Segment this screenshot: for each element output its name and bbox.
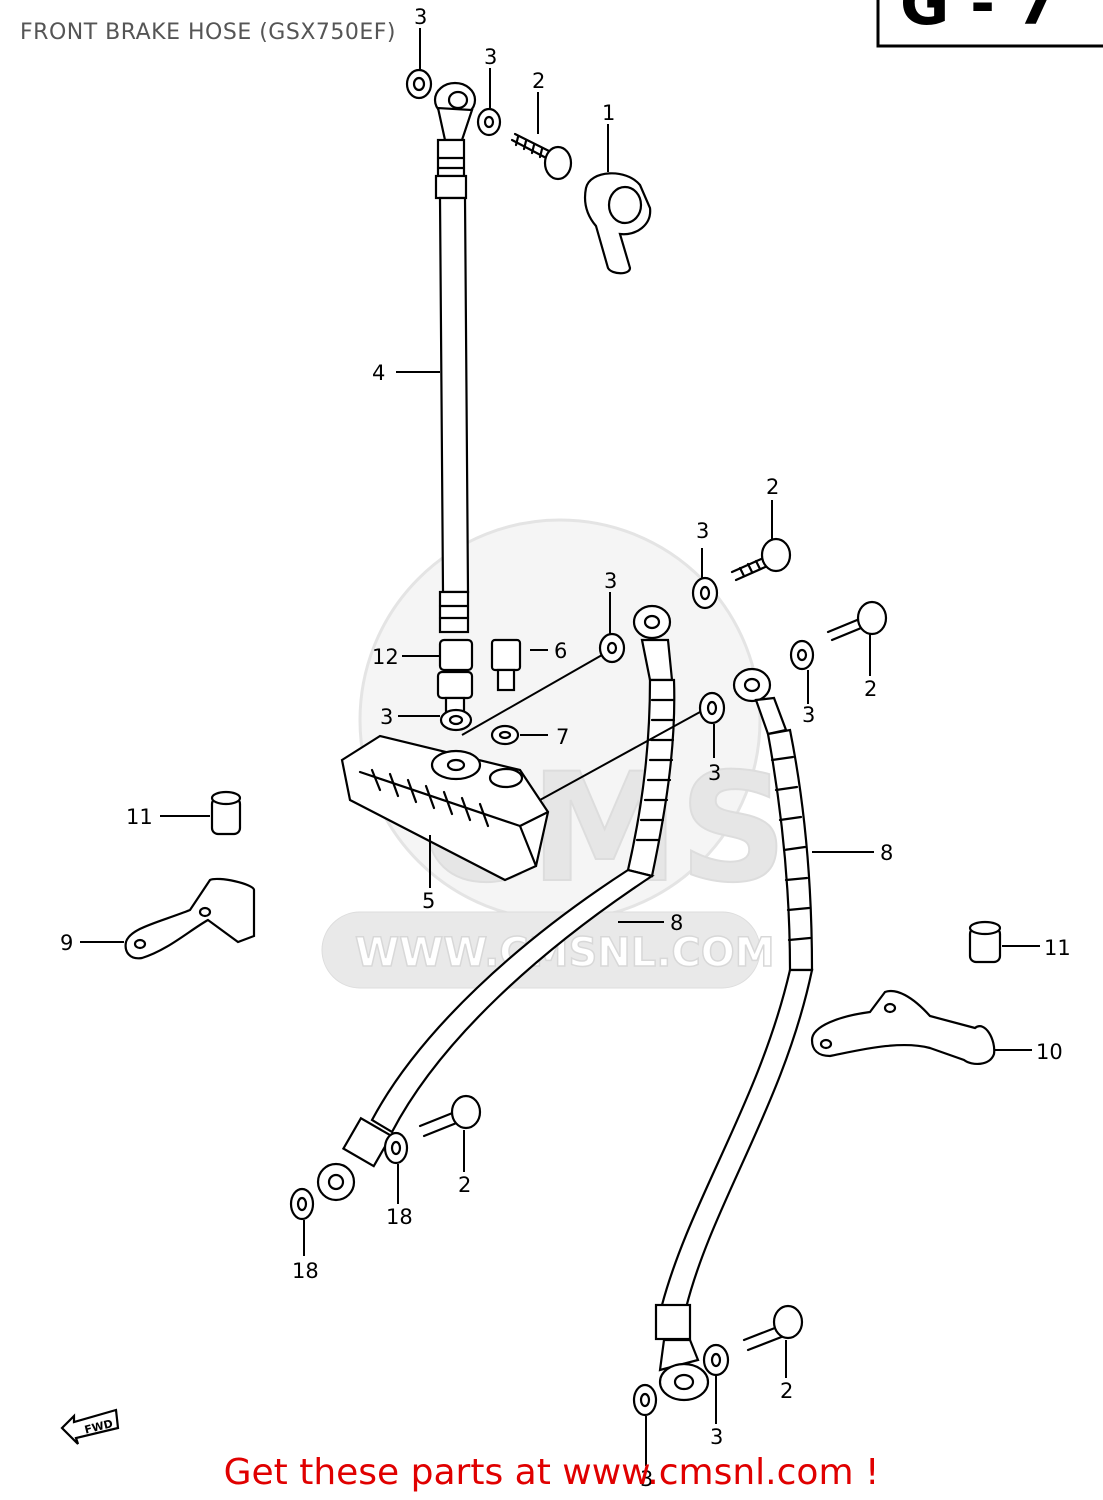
washer-mid-1	[691, 576, 719, 610]
banjo-bolt-top	[510, 132, 573, 181]
callout-18: 18	[292, 1259, 319, 1283]
callout-labels: 3 3 2 1 4 12 6 3 7 5 11 9 3 3 2 2 3 3 8 …	[60, 5, 1071, 1491]
upper-brake-hose	[433, 81, 477, 714]
washer-mid-2	[598, 632, 626, 664]
callout-6: 6	[554, 639, 567, 663]
callout-2: 2	[458, 1173, 471, 1197]
callout-10: 10	[1036, 1040, 1063, 1064]
washer-mid-4	[698, 691, 726, 725]
callout-1: 1	[602, 101, 615, 125]
callout-11: 11	[1044, 936, 1071, 960]
washer-lower-4	[632, 1383, 658, 1417]
callout-5: 5	[422, 889, 435, 913]
joint-bolt	[490, 638, 522, 692]
callout-3: 3	[710, 1425, 723, 1449]
washer-top-right	[476, 107, 502, 137]
callout-3: 3	[380, 705, 393, 729]
footer-link[interactable]: Get these parts at www.cmsnl.com !	[223, 1452, 880, 1493]
callout-3: 3	[802, 703, 815, 727]
bolt-lower-1	[418, 1094, 482, 1138]
callout-8: 8	[670, 911, 683, 935]
rubber-cap	[583, 172, 652, 275]
bracket-left	[124, 877, 256, 960]
callout-18: 18	[386, 1205, 413, 1229]
leader-lines	[80, 28, 1040, 1466]
callout-3: 3	[708, 761, 721, 785]
washer-lower-3	[702, 1343, 730, 1377]
callout-2: 2	[864, 677, 877, 701]
grommet-right	[968, 920, 1002, 964]
bolt-mid-2	[826, 600, 888, 642]
bolt-mid-1	[730, 537, 792, 582]
callout-3: 3	[484, 45, 497, 69]
callout-12: 12	[372, 645, 399, 669]
union-washer	[439, 708, 473, 732]
callout-2: 2	[780, 1379, 793, 1403]
callout-3: 3	[696, 519, 709, 543]
washer-top-left	[405, 68, 433, 100]
callout-9: 9	[60, 931, 73, 955]
washer-lower-1	[383, 1131, 409, 1165]
page-reference: G - 7	[900, 0, 1058, 39]
callout-2: 2	[532, 69, 545, 93]
callout-7: 7	[556, 725, 569, 749]
callout-3: 3	[640, 1467, 653, 1491]
callout-2: 2	[766, 475, 779, 499]
grommet-left	[210, 790, 242, 836]
callout-11: 11	[126, 805, 153, 829]
brake-hose-joint	[340, 734, 550, 882]
callout-3: 3	[414, 5, 427, 29]
fwd-arrow: FWD	[60, 1408, 120, 1445]
washer-lower-2	[289, 1187, 315, 1221]
page-reference-box: G - 7	[876, 0, 1103, 48]
bracket-right	[810, 989, 996, 1066]
page-title: FRONT BRAKE HOSE (GSX750EF)	[20, 20, 397, 45]
callout-3: 3	[604, 569, 617, 593]
bolt-lower-2	[742, 1304, 804, 1352]
washer-mid-3	[789, 639, 815, 671]
callout-4: 4	[372, 361, 385, 385]
callout-8: 8	[880, 841, 893, 865]
joint-washer	[490, 724, 520, 746]
right-brake-hose	[654, 667, 814, 1402]
